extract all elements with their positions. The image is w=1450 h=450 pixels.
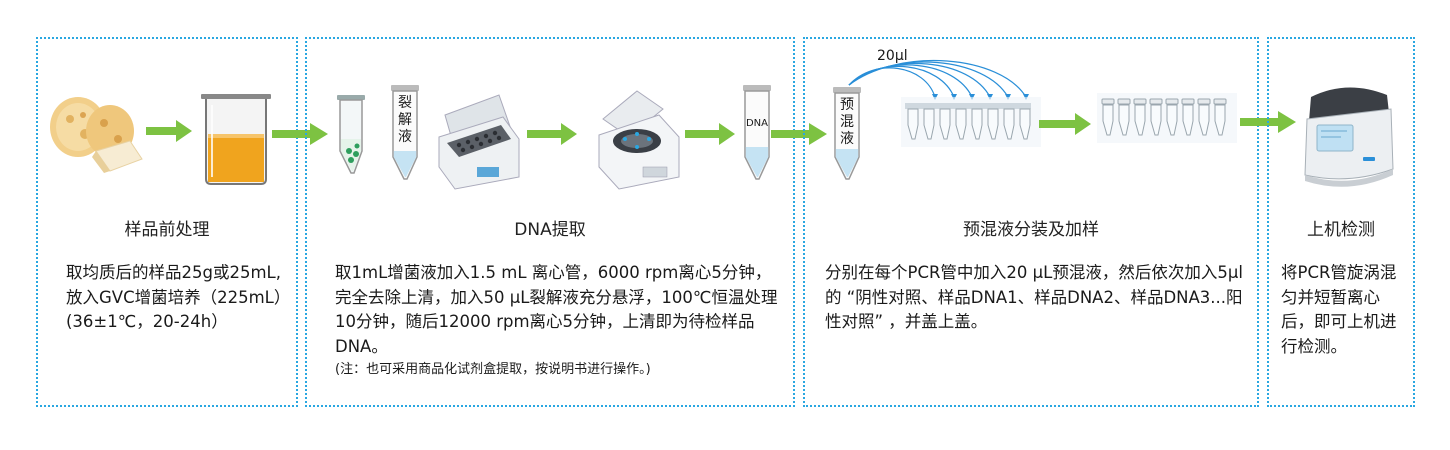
flow-arrow-2-3: [771, 123, 827, 145]
flow-arrow: [685, 123, 735, 145]
panel-instrument-detection: 上机检测 将PCR管旋涡混匀并短暂离心后，即可上机进行检测。: [1267, 37, 1415, 407]
food-sample-icon: [50, 97, 143, 173]
panel-premix-dispensing: 20μl 预混液 预混液分装及加样 分别在每个PCR管中加入20 μL预混液，然…: [803, 37, 1259, 407]
panel-description: 分别在每个PCR管中加入20 μL预混液，然后依次加入5μl的 “阴性对照、样品…: [825, 263, 1243, 331]
panel-title: 上机检测: [1307, 220, 1375, 240]
centrifuge-tube-icon: [337, 95, 365, 174]
panel-description: 取均质后的样品25g或25mL,放入GVC增菌培养（225mL）(36±1℃，2…: [66, 263, 283, 331]
kit-note: (注：也可采用商品化试剂盒提取，按说明书进行操作。): [335, 362, 651, 377]
lysis-buffer-tube-icon: [391, 85, 419, 180]
panel-title: 预混液分装及加样: [963, 220, 1099, 240]
dna-tube-icon: [743, 85, 771, 180]
pcr-instrument-icon: [1304, 87, 1394, 187]
pipetting-arrows: [848, 60, 1027, 98]
lysis-buffer-label: 裂解液: [398, 95, 412, 145]
panel-sample-pretreatment: 样品前处理 取均质后的样品25g或25mL,放入GVC增菌培养（225mL）(3…: [36, 37, 298, 407]
panel-dna-extraction: 裂解液 DNA DNA提取 取1mL增菌液加入1.5 mL 离心管，6000 r…: [305, 37, 795, 407]
volume-label: 20μl: [877, 48, 908, 64]
extraction-steps-text: 取1mL增菌液加入1.5 mL 离心管，6000 rpm离心5分钟，完全去除上清…: [335, 263, 778, 356]
premix-tube-icon: [833, 87, 861, 180]
premix-dispensing-illustration: [833, 60, 1237, 180]
pcr-tube-strip-empty: [901, 97, 1041, 147]
pcr-instrument-illustration: [1304, 87, 1394, 187]
flow-arrow: [146, 120, 192, 142]
panel-description: 将PCR管旋涡混匀并短暂离心后，即可上机进行检测。: [1281, 263, 1397, 356]
beaker-icon: [201, 94, 271, 185]
pcr-tube-strip-capped: [1097, 93, 1237, 143]
centrifuge-icon: [598, 90, 680, 190]
panel-title: 样品前处理: [124, 220, 210, 240]
panel-description: 取1mL增菌液加入1.5 mL 离心管，6000 rpm离心5分钟，完全去除上清…: [335, 261, 783, 380]
premix-label: 预混液: [840, 97, 854, 147]
dna-label: DNA: [745, 118, 769, 129]
panel-title: DNA提取: [514, 220, 586, 240]
flow-arrow-1-2: [272, 123, 328, 145]
heating-block-icon: [438, 94, 520, 190]
flow-arrow: [527, 123, 577, 145]
dna-extraction-illustration: [337, 85, 771, 190]
sample-pretreatment-illustration: [50, 94, 271, 185]
flow-arrow: [1039, 113, 1091, 135]
